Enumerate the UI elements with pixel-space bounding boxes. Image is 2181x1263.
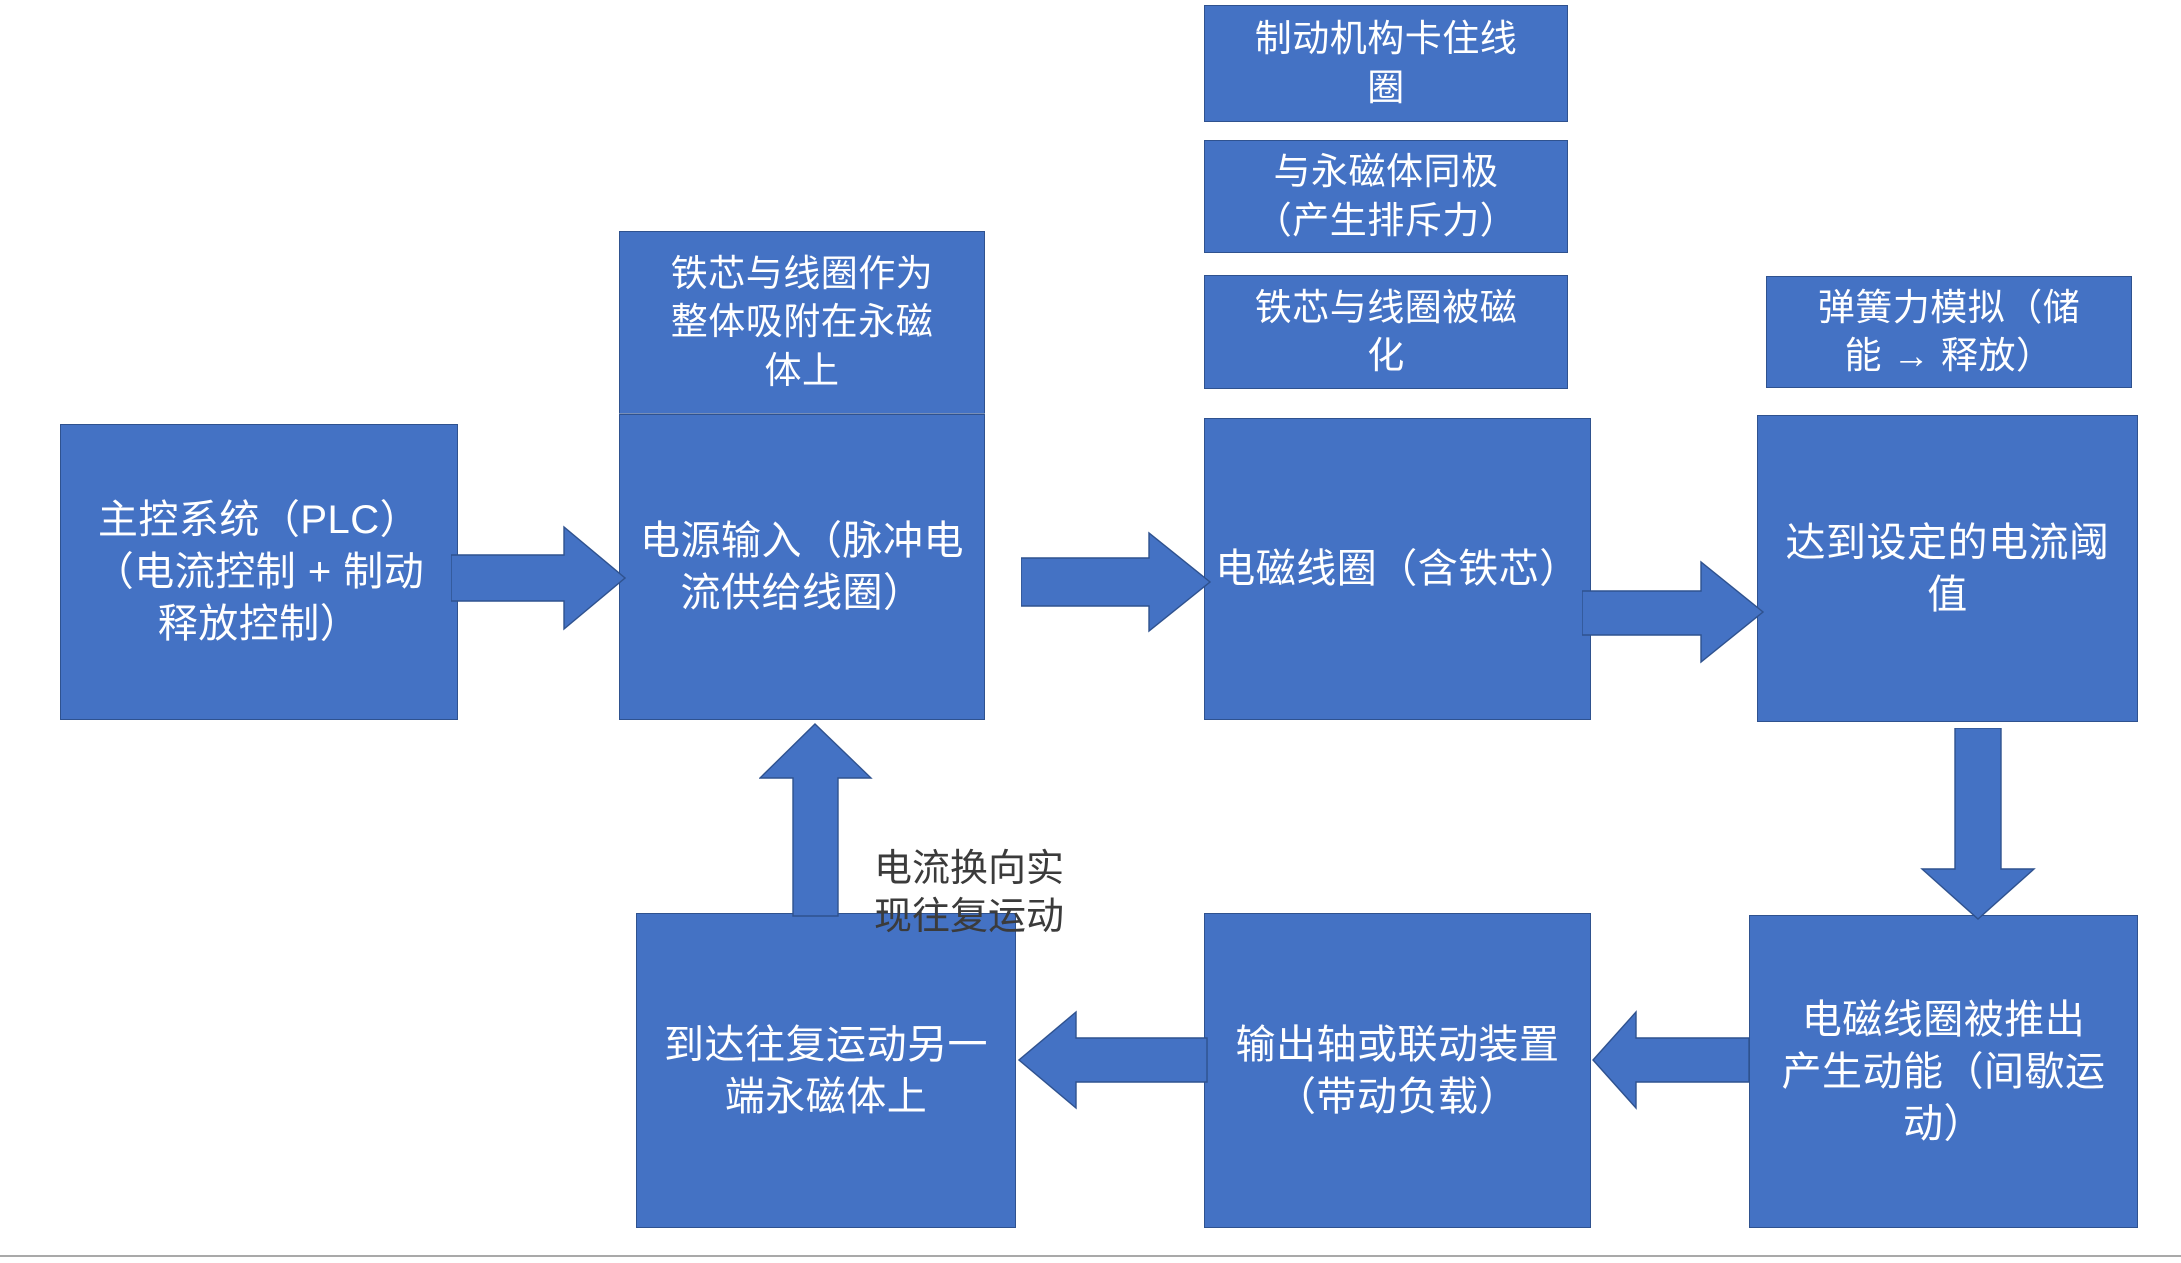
arrow-pushed-to-output xyxy=(1592,1010,1750,1110)
node-plc-label: 主控系统（PLC） （电流控制 + 制动 释放控制） xyxy=(93,498,425,646)
arrow-output-to-otherend xyxy=(1018,1010,1208,1110)
bottom-divider xyxy=(0,1255,2181,1257)
node-brake-lock[interactable]: 制动机构卡住线 圈 xyxy=(1204,5,1568,122)
caption-current-reversal-label: 电流换向实 现往复运动 xyxy=(874,847,1065,939)
node-output-shaft-label: 输出轴或联动装置 （带动负载） xyxy=(1235,1022,1560,1119)
arrow-coil-to-threshold xyxy=(1582,560,1764,664)
node-other-end[interactable]: 到达往复运动另一 端永磁体上 xyxy=(636,913,1016,1228)
node-output-shaft[interactable]: 输出轴或联动装置 （带动负载） xyxy=(1204,913,1591,1228)
node-other-end-label: 到达往复运动另一 端永磁体上 xyxy=(664,1022,988,1119)
node-power-input-label: 电源输入（脉冲电 流供给线圈） xyxy=(640,519,964,615)
node-coil-pushed[interactable]: 电磁线圈被推出 产生动能（间歇运 动） xyxy=(1749,915,2138,1228)
node-core-attached[interactable]: 铁芯与线圈作为 整体吸附在永磁 体上 xyxy=(619,231,985,414)
node-spring-sim[interactable]: 弹簧力模拟（储 能 → 释放） xyxy=(1766,276,2132,388)
node-coil-label: 电磁线圈（含铁芯） xyxy=(1215,547,1580,591)
node-plc[interactable]: 主控系统（PLC） （电流控制 + 制动 释放控制） xyxy=(60,424,458,720)
node-core-attached-label: 铁芯与线圈作为 整体吸附在永磁 体上 xyxy=(670,253,934,391)
node-magnetized-label: 铁芯与线圈被磁 化 xyxy=(1254,286,1518,376)
node-same-pole[interactable]: 与永磁体同极 （产生排斥力） xyxy=(1204,140,1568,253)
node-power-input[interactable]: 电源输入（脉冲电 流供给线圈） xyxy=(619,414,985,720)
node-coil[interactable]: 电磁线圈（含铁芯） xyxy=(1204,418,1591,720)
arrow-plc-to-power xyxy=(451,525,626,631)
node-coil-pushed-label: 电磁线圈被推出 产生动能（间歇运 动） xyxy=(1781,997,2106,1146)
arrow-threshold-to-pushed xyxy=(1920,728,2036,920)
node-same-pole-label: 与永磁体同极 （产生排斥力） xyxy=(1254,151,1518,241)
node-threshold-label: 达到设定的电流阈 值 xyxy=(1785,520,2110,617)
caption-current-reversal: 电流换向实 现往复运动 xyxy=(874,796,1104,942)
node-brake-lock-label: 制动机构卡住线 圈 xyxy=(1254,18,1518,108)
node-spring-sim-label: 弹簧力模拟（储 能 → 释放） xyxy=(1817,286,2081,376)
arrow-power-to-coil xyxy=(1021,531,1211,633)
arrow-otherend-to-power xyxy=(759,722,873,918)
node-threshold[interactable]: 达到设定的电流阈 值 xyxy=(1757,415,2138,722)
node-magnetized[interactable]: 铁芯与线圈被磁 化 xyxy=(1204,275,1568,389)
